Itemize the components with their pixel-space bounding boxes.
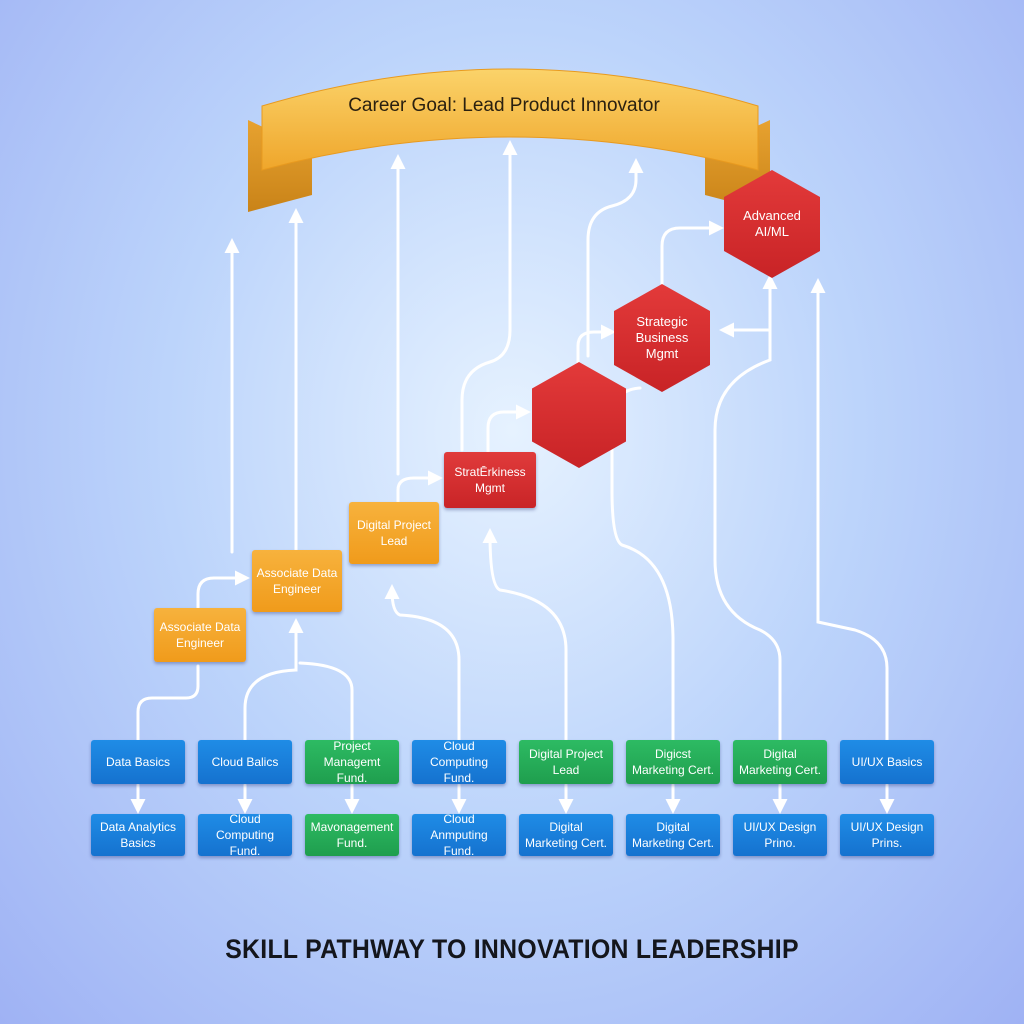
hexagon-strategic-business-mgmt: Strategic Business Mgmt [614,284,710,392]
milestone-associate-data-engineer-2: Associate Data Engineer [252,550,342,612]
foundation-top-7: Digital Marketing Cert. [733,740,827,784]
foundation-bottom-3: Mavonagement Fund. [305,814,399,856]
foundation-top-6: Digicst Marketing Cert. [626,740,720,784]
hexagon-milestone-unlabeled [532,362,626,468]
foundation-top-2: Cloud Balics [198,740,292,784]
hexagon-advanced-ai-ml: Advanced AI/ML [724,170,820,278]
foundation-bottom-6: Digital Marketing Cert. [626,814,720,856]
foundation-top-8: UI/UX Basics [840,740,934,784]
foundation-bottom-8: UI/UX Design Prins. [840,814,934,856]
milestone-digital-project-lead: Digital Project Lead [349,502,439,564]
foundation-bottom-1: Data Analytics Basics [91,814,185,856]
foundation-bottom-7: UI/UX Design Prino. [733,814,827,856]
milestone-associate-data-engineer-1: Associate Data Engineer [154,608,246,662]
milestone-strategic-business-mgmt: StratĒrkiness Mgmt [444,452,536,508]
foundation-bottom-4: Cloud Anmputing Fund. [412,812,506,858]
connector-lines [130,140,895,814]
foundation-top-3: Project Managemt Fund. [305,739,399,785]
foundation-top-1: Data Basics [91,740,185,784]
foundation-top-4: Cloud Computing Fund. [412,739,506,785]
diagram-title: SKILL PATHWAY TO INNOVATION LEADERSHIP [225,934,799,964]
foundation-top-5: Digital Project Lead [519,740,613,784]
foundation-bottom-5: Digital Marketing Cert. [519,814,613,856]
foundation-bottom-2: Cloud Computing Fund. [198,812,292,858]
goal-title: Career Goal: Lead Product Innovator [348,95,660,116]
